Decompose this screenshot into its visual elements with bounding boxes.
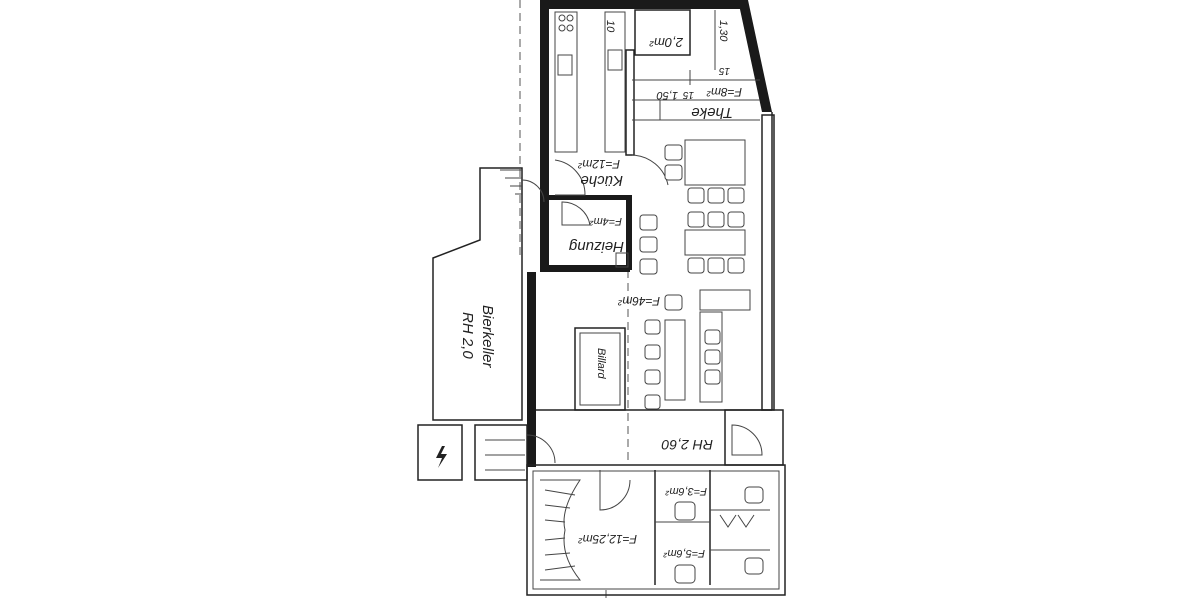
main-height-label: RH 2,60 — [661, 437, 713, 453]
room-labels: 2,0m² 10 1,30 15 F=8m² 15 1,50 Theke F=1… — [459, 20, 742, 559]
kitchen-area-label: F=12m² — [577, 157, 620, 171]
heating-name-label: Heizung — [568, 238, 624, 255]
lightning-icon — [436, 446, 447, 468]
main-area-label: F=46m² — [617, 294, 660, 308]
kitchen-room — [554, 11, 669, 196]
stair-hall-area-label: F=12,25m² — [578, 532, 637, 546]
dimension-15a: 15 — [718, 65, 730, 76]
dining-furniture — [639, 139, 751, 410]
cellar-name-label: Bierkeller — [479, 305, 496, 369]
bar-area — [632, 9, 760, 121]
dimension-10: 10 — [604, 20, 616, 33]
cellar-room — [417, 167, 556, 481]
dimension-1-50: 1,50 — [656, 89, 678, 101]
heating-room — [561, 201, 629, 268]
storage-area-label: 2,0m² — [649, 35, 684, 50]
stair-and-wc-block — [526, 464, 786, 596]
wc2-area-label: F=5,6m² — [663, 547, 705, 559]
kitchen-name-label: Küche — [580, 172, 623, 189]
heating-area-label: F=4m² — [590, 215, 622, 227]
dashed-guides — [519, 0, 629, 600]
billiard-label: Billard — [595, 348, 607, 379]
cellar-height-label: RH 2,0 — [459, 312, 476, 359]
dimension-1-30: 1,30 — [717, 20, 729, 42]
billiard-table — [574, 327, 626, 411]
wc1-area-label: F=3,6m² — [665, 485, 707, 497]
bar-name-label: Theke — [691, 104, 733, 121]
dimension-15b: 15 — [682, 89, 694, 100]
bar-area-label: F=8m² — [706, 85, 742, 99]
